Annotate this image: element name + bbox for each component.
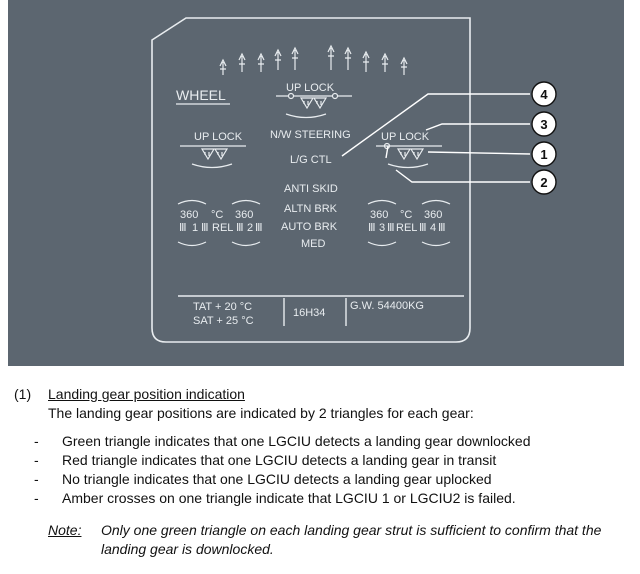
- wheel-1-mark: Ⅲ: [201, 222, 209, 234]
- brake-fan-arrows-left: [219, 46, 299, 75]
- leader-4: [341, 93, 530, 157]
- wheel-3-number: 3: [379, 222, 385, 234]
- left-gear-symbol: [180, 145, 246, 169]
- right-gear-symbol: [376, 142, 442, 169]
- wheel-1-number: 1: [192, 222, 198, 234]
- item-number: (1): [14, 386, 32, 402]
- brake-3-temp: 360: [370, 209, 388, 221]
- wheel-3-mark-left: Ⅲ: [368, 222, 376, 234]
- auto-brk-label: AUTO BRK: [281, 221, 338, 233]
- wheel-2-mark-left: Ⅲ: [236, 222, 244, 234]
- section-heading: Landing gear position indication: [48, 386, 245, 402]
- bullet-dash-2: -: [34, 452, 39, 468]
- bullet-dash-3: -: [34, 471, 39, 487]
- wheel-page-drawing: WHEEL UP LOCK N/W STEERING L/G CTL UP LO…: [151, 17, 557, 343]
- note-line-2: landing gear is downlocked.: [101, 541, 274, 557]
- med-label: MED: [301, 238, 326, 250]
- bullet-green: Green triangle indicates that one LGCIU …: [62, 433, 531, 449]
- wheel-4-mark-left: Ⅲ: [419, 222, 427, 234]
- nose-uplock-label: UP LOCK: [286, 82, 335, 94]
- sat-value: SAT + 25 °C: [193, 315, 254, 327]
- svg-text:1: 1: [540, 147, 547, 162]
- left-uplock-label: UP LOCK: [194, 131, 243, 143]
- altn-brk-label: ALTN BRK: [284, 203, 338, 215]
- svg-text:3: 3: [540, 117, 547, 132]
- nose-gear-symbol: [276, 92, 352, 119]
- leader-1: [427, 151, 531, 155]
- right-rel-label: REL: [396, 222, 417, 234]
- bullet-dash-4: -: [34, 490, 39, 506]
- left-temp-unit: °C: [211, 209, 223, 221]
- wheel-4-number: 4: [430, 222, 436, 234]
- gross-weight: G.W. 54400KG: [350, 300, 424, 312]
- wheel-2-number: 2: [247, 222, 253, 234]
- left-rel-label: REL: [212, 222, 233, 234]
- clock-time: 16H34: [293, 307, 325, 319]
- bullet-amber: Amber crosses on one triangle indicate t…: [62, 490, 516, 506]
- lg-ctl-label: L/G CTL: [290, 154, 332, 166]
- section-intro: The landing gear positions are indicated…: [48, 405, 474, 421]
- brake-4-temp: 360: [424, 209, 442, 221]
- bullet-red: Red triangle indicates that one LGCIU de…: [62, 452, 497, 468]
- brake-2-temp: 360: [235, 209, 253, 221]
- tat-value: TAT + 20 °C: [193, 301, 252, 313]
- wheel-3-mark-right: Ⅲ: [387, 222, 395, 234]
- callout-leaders: [341, 93, 531, 183]
- note-line-1: Only one green triangle on each landing …: [101, 522, 602, 538]
- nw-steering-label: N/W STEERING: [270, 129, 351, 141]
- callout-3: 3: [531, 111, 557, 137]
- wheel-title: WHEEL: [176, 87, 226, 103]
- right-uplock-label: UP LOCK: [381, 131, 430, 143]
- svg-text:4: 4: [540, 87, 548, 102]
- left-brake-arcs: [177, 199, 261, 247]
- anti-skid-label: ANTI SKID: [284, 183, 338, 195]
- left-pair-marks: Ⅲ: [179, 222, 187, 234]
- bullet-none: No triangle indicates that one LGCIU det…: [62, 471, 492, 487]
- right-brake-arcs: [367, 199, 451, 247]
- bullet-dash-1: -: [34, 433, 39, 449]
- svg-text:2: 2: [540, 175, 547, 190]
- callout-1: 1: [531, 141, 557, 167]
- screen-frame: [151, 17, 471, 343]
- note-label: Note:: [48, 522, 82, 538]
- callout-2: 2: [531, 169, 557, 195]
- brake-1-temp: 360: [180, 209, 198, 221]
- leader-2-tick: [385, 145, 389, 159]
- leader-3: [425, 123, 530, 131]
- bottom-info-box: [178, 295, 464, 326]
- right-temp-unit: °C: [400, 209, 412, 221]
- callout-4: 4: [531, 81, 557, 107]
- wheel-2-mark-right: Ⅲ: [255, 222, 263, 234]
- wheel-4-mark-right: Ⅲ: [438, 222, 446, 234]
- leader-2: [395, 169, 530, 183]
- ecam-wheel-diagram: WHEEL UP LOCK N/W STEERING L/G CTL UP LO…: [8, 0, 624, 366]
- brake-fan-arrows-right: [327, 44, 408, 75]
